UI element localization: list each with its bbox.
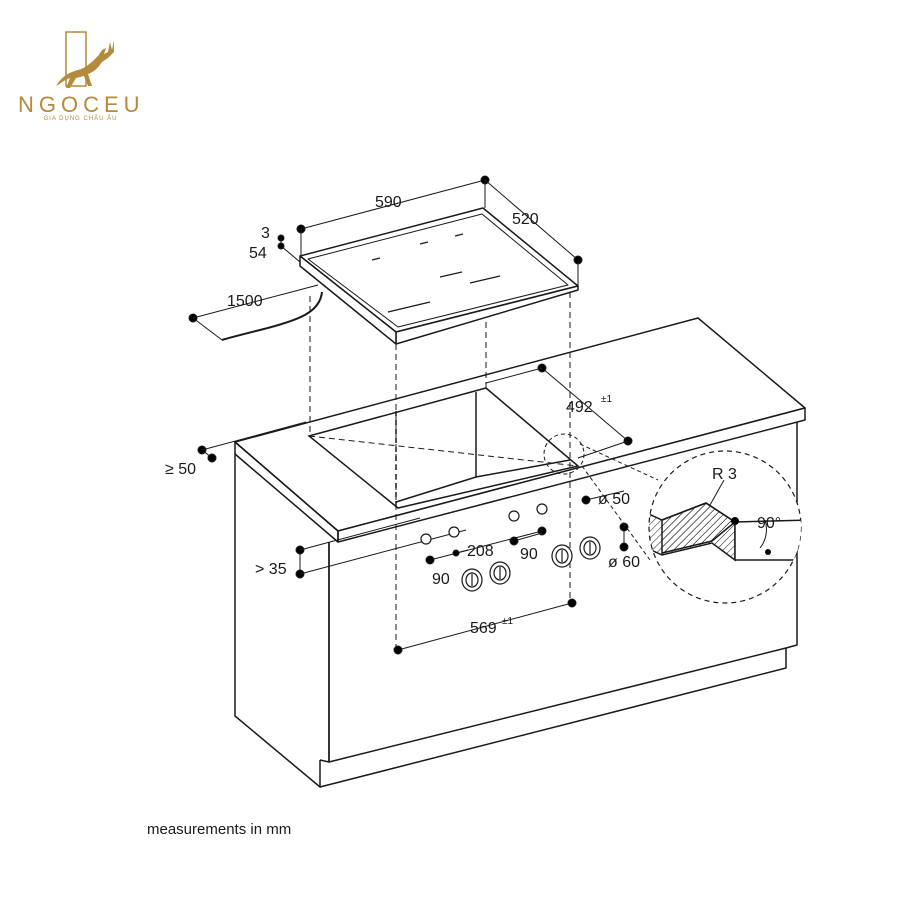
brand-tagline: GIA DỤNG CHÂU ÂU: [43, 116, 118, 122]
knob-3: [551, 544, 573, 568]
dim-knob-hole-diameter: ø 50: [598, 491, 630, 508]
detail-angle-label: 90°: [757, 515, 781, 532]
knob-2: [489, 561, 511, 585]
dim-knob-spacing-208: 208: [467, 543, 494, 560]
dim-depth-label: 520: [512, 211, 539, 228]
dim-cutout-depth-tolerance: ±1: [601, 394, 612, 405]
dim-cutout-depth-label: 492: [566, 399, 593, 416]
dim-width-label: 590: [375, 194, 402, 211]
dim-edge-label: ≥ 50: [165, 461, 196, 478]
dim-cutout-width-tolerance: ±1: [502, 616, 513, 627]
knob-hole-4: [536, 503, 548, 515]
cooktop: [299, 207, 579, 345]
dim-knob-spacing-90-right: 90: [520, 546, 538, 563]
detail-radius-label: R 3: [712, 466, 737, 483]
dim-glass-label: 3: [261, 225, 270, 242]
countertop-cutout: [307, 387, 580, 509]
brand-name: NGOCEU: [18, 92, 145, 117]
dimension-lines: [188, 175, 633, 655]
dim-cutout-width-label: 569: [470, 620, 497, 637]
dim-knob-diameter: ø 60: [608, 554, 640, 571]
control-knobs: [420, 503, 601, 592]
knob-hole-3: [508, 510, 520, 522]
knob-1: [461, 568, 483, 592]
power-cable: [221, 291, 323, 341]
dim-knob-spacing-90-left: 90: [432, 571, 450, 588]
measurement-note: measurements in mm: [147, 821, 291, 838]
knob-hole-2: [448, 526, 460, 538]
dim-cable-label: 1500: [227, 293, 263, 310]
dim-height-label: 54: [249, 245, 267, 262]
dim-clearance-label: > 35: [255, 561, 287, 578]
detail-marker: [543, 433, 585, 475]
edge-detail: [648, 450, 802, 604]
knob-hole-1: [420, 533, 432, 545]
knob-4: [579, 536, 601, 560]
deer-logo-icon: [56, 31, 114, 88]
